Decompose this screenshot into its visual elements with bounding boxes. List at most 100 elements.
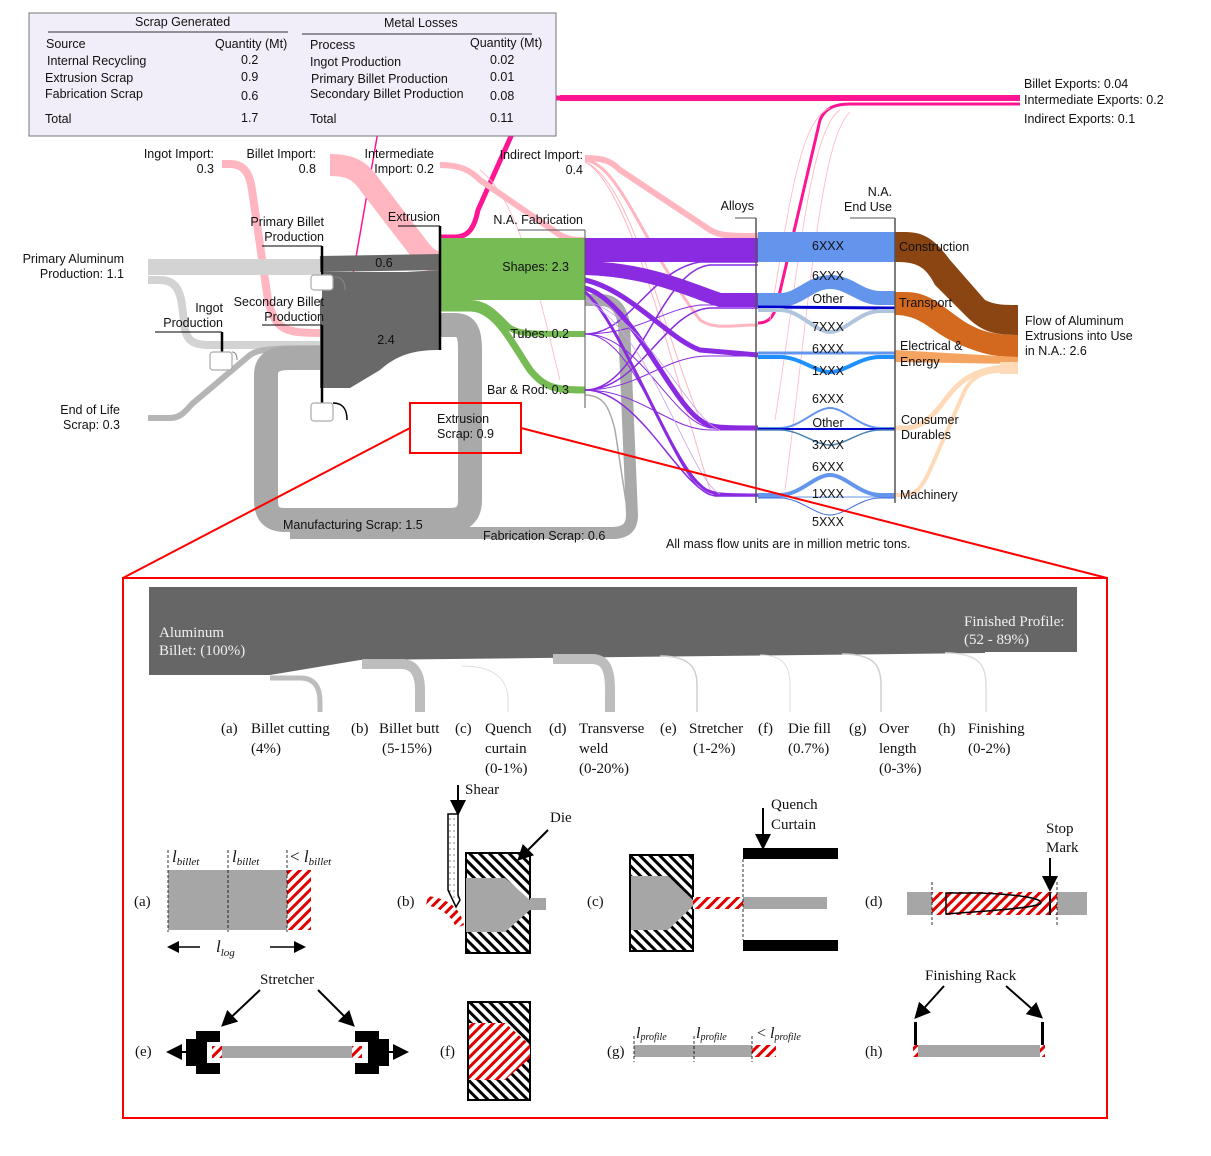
rack-arrow-icon	[914, 985, 945, 1019]
loss-key: (b)	[351, 721, 369, 737]
end-use-transport: Transport	[899, 296, 953, 310]
loss-name-2: curtain	[485, 741, 527, 757]
output-value: in N.A.: 2.6	[1025, 344, 1087, 358]
grip-scrap	[212, 1046, 222, 1058]
finishing-scrap	[913, 1045, 918, 1057]
scrap-row-value: 0.9	[241, 70, 258, 84]
zoom-connector-left	[122, 427, 411, 579]
illustration-d-transverse-weld: (d) Stop Mark	[865, 821, 1087, 925]
left-grip	[186, 1031, 220, 1074]
billet-import-label: Billet Import:	[247, 147, 316, 161]
alloy-label: Other	[812, 292, 843, 306]
alloys-node-label: Alloys	[721, 199, 754, 213]
output-label: Flow of Aluminum	[1025, 314, 1124, 328]
loss-pct: (0-1%)	[485, 761, 527, 777]
alloy-label: 5XXX	[812, 515, 845, 529]
weld-scrap	[932, 892, 1057, 915]
billet-loss-sankey: Aluminum Billet: (100%) Finished Profile…	[149, 587, 1077, 712]
grip-scrap	[352, 1046, 362, 1058]
loss-key: (c)	[455, 721, 472, 737]
primary-billet-loss-box	[310, 274, 334, 291]
ingot-loss-box	[209, 351, 233, 371]
loss-key: (h)	[938, 721, 956, 737]
primary-aluminum-label: Primary Aluminum	[23, 252, 124, 266]
secondary-billet-body	[322, 272, 440, 388]
scrap-total-label: Total	[45, 112, 71, 126]
loss-name-2: weld	[579, 741, 609, 757]
consumer-3xxx-flow	[758, 429, 895, 446]
alloy-label: 6XXX	[812, 342, 845, 356]
loss-key: (a)	[221, 721, 238, 737]
scrap-table-title: Scrap Generated	[135, 15, 230, 29]
tubes-alloy-flow	[584, 333, 758, 429]
loss-key: (d)	[549, 721, 567, 737]
tubes-alloy-flow	[584, 304, 758, 335]
illustration-f-die-fill: (f)	[440, 1001, 531, 1101]
illustration-key: (a)	[134, 894, 151, 910]
rack-arrow-icon	[1005, 985, 1043, 1019]
illustration-key: (b)	[397, 894, 415, 910]
billet-in-die	[466, 878, 546, 932]
extrusion-node-label: Extrusion	[388, 210, 440, 224]
alloy-label: 6XXX	[812, 269, 845, 283]
electrical-output-flow	[895, 350, 1018, 364]
bar-alloy-flow	[584, 389, 758, 431]
alloy-label: 6XXX	[812, 460, 845, 474]
loss-row-value: 0.08	[490, 89, 514, 103]
stretcher-arrow-icon	[317, 989, 355, 1027]
profile	[918, 1045, 1040, 1057]
minor-alloy-flow	[584, 299, 721, 431]
rack-post-left	[914, 1022, 917, 1046]
loss-branch-b	[362, 659, 425, 712]
shapes-to-transport-flow	[584, 261, 758, 307]
manufacturing-scrap-flow	[254, 313, 482, 532]
secondary-billet-node-label-2: Production	[264, 310, 324, 324]
loss-name: Over	[879, 721, 909, 737]
billet-remainder-scrap	[287, 870, 311, 930]
scrap-row-label: Extrusion Scrap	[45, 71, 133, 85]
ingot-import-flow	[222, 160, 321, 337]
sankey-nodes	[155, 217, 896, 503]
die-label: Die	[550, 810, 572, 826]
loss-name: Transverse	[579, 721, 645, 737]
secondary-billet-loss-box	[310, 402, 334, 422]
loss-name: Billet butt	[379, 721, 440, 737]
ingot-loss-arc	[231, 351, 238, 361]
loss-branch-d	[553, 654, 615, 712]
quench-curtain-bottom	[743, 940, 838, 951]
rack-post-right	[1041, 1022, 1044, 1046]
scrap-total-value: 1.7	[241, 111, 258, 125]
loss-branch-g	[841, 653, 882, 712]
illustration-e-stretcher: (e) Stretcher	[135, 972, 409, 1074]
shapes-label: Shapes: 2.3	[502, 260, 569, 274]
loss-col-qty: Quantity (Mt)	[470, 36, 542, 50]
quench-label: Quench	[771, 797, 818, 813]
die-arrow-icon	[517, 829, 549, 861]
butt-scrap	[426, 896, 464, 928]
end-use-consumer: Consumer	[901, 413, 959, 427]
end-of-life-value: Scrap: 0.3	[63, 418, 120, 432]
illustration-a-billet-cutting: (a) lbillet lbillet < lbillet llog	[134, 847, 332, 959]
loss-name: Billet cutting	[251, 721, 330, 737]
illustration-key: (h)	[865, 1044, 883, 1060]
loss-name: Stretcher	[689, 721, 743, 737]
alloy-label: 6XXX	[812, 392, 845, 406]
loss-branch-h	[944, 652, 987, 712]
l-billet-label: lbillet	[172, 847, 200, 868]
loss-row-label: Primary Billet Production	[311, 72, 448, 86]
loss-table-title: Metal Losses	[384, 16, 458, 30]
alloy-label: 1XXX	[812, 364, 845, 378]
ingot-node-label-2: Production	[163, 316, 223, 330]
tubes-label: Tubes: 0.2	[510, 327, 569, 341]
intermediate-import-label: Intermediate	[365, 147, 435, 161]
indirect-import-flow	[584, 155, 759, 239]
transport-other-flow	[757, 305, 896, 310]
loss-key: (f)	[758, 721, 773, 737]
units-note: All mass flow units are in million metri…	[666, 537, 911, 551]
loss-row-value: 0.01	[490, 70, 514, 84]
loss-branch-f	[759, 654, 791, 712]
end-use-node-label: N.A.	[868, 185, 892, 199]
tubes-flow	[440, 300, 586, 337]
loss-pct: (0.7%)	[788, 741, 829, 757]
billet-import-value: 0.8	[299, 162, 316, 176]
